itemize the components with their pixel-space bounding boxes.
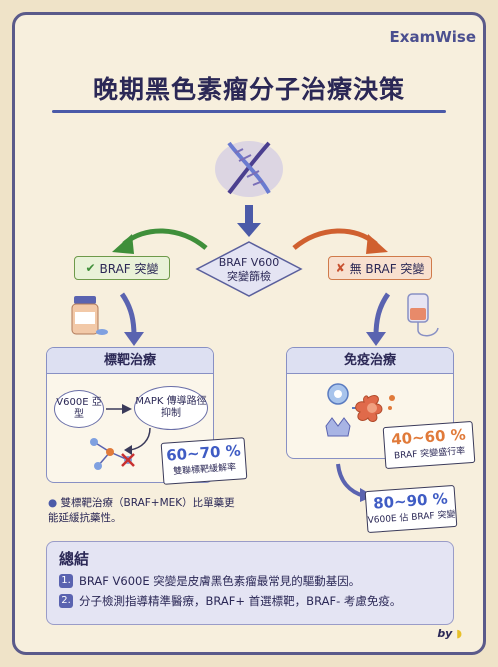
v600e-node: V600E 亞型 <box>54 390 104 428</box>
summary-item: 1. BRAF V600E 突變是皮膚黑色素瘤最常見的驅動基因。 <box>59 573 441 589</box>
bullet-note: ● 雙標靶治療（BRAF+MEK）比單藥更能延緩抗藥性。 <box>48 497 235 524</box>
footer-signature: by ◗ <box>437 627 462 640</box>
v600e-share-card: 80~90 % V600E 佔 BRAF 突變 <box>364 484 458 534</box>
iv-bag-icon <box>407 293 439 337</box>
summary-item: 2. 分子檢測指導精準醫療，BRAF+ 首選標靶，BRAF- 考慮免疫。 <box>59 593 441 609</box>
arrow-to-targeted-icon <box>119 292 144 346</box>
banana-icon: ◗ <box>456 627 462 640</box>
braf-negative-box: ✘ 無 BRAF 突變 <box>328 256 432 280</box>
cross-icon: ✘ <box>335 261 346 275</box>
down-arrow-icon <box>237 205 261 237</box>
immune-cells-icon <box>325 383 395 437</box>
pathway-network-icon <box>90 438 135 470</box>
pill-bottle-icon <box>71 296 108 335</box>
brand-logo: ExamWise <box>389 28 476 46</box>
braf-positive-box: ✔ BRAF 突變 <box>74 256 170 280</box>
inhibit-arrow-icon <box>124 427 151 455</box>
right-arrow-icon <box>106 404 132 414</box>
right-curved-arrow-icon <box>292 228 388 254</box>
dna-icon <box>215 141 283 197</box>
page-title: 晚期黑色素瘤分子治療決策 <box>92 75 405 104</box>
title-underline <box>52 110 446 113</box>
decision-diamond <box>195 241 303 297</box>
targeted-rate-card: 60~70 % 雙聯標靶緩解率 <box>160 437 248 485</box>
decision-label: BRAF V600 突變篩檢 <box>218 256 280 283</box>
immuno-rate-card: 40~60 % BRAF 突變盛行率 <box>382 420 476 470</box>
summary-title: 總結 <box>59 550 90 568</box>
targeted-therapy-title: 標靶治療 <box>47 348 213 374</box>
check-icon: ✔ <box>85 261 96 275</box>
left-curved-arrow-icon <box>112 228 208 254</box>
immunotherapy-title: 免疫治療 <box>287 348 453 374</box>
arrow-to-immuno-icon <box>366 292 391 346</box>
mapk-node: MAPK 傳導路徑抑制 <box>134 386 208 430</box>
summary-box: 總結 1. BRAF V600E 突變是皮膚黑色素瘤最常見的驅動基因。 2. 分… <box>46 541 454 625</box>
